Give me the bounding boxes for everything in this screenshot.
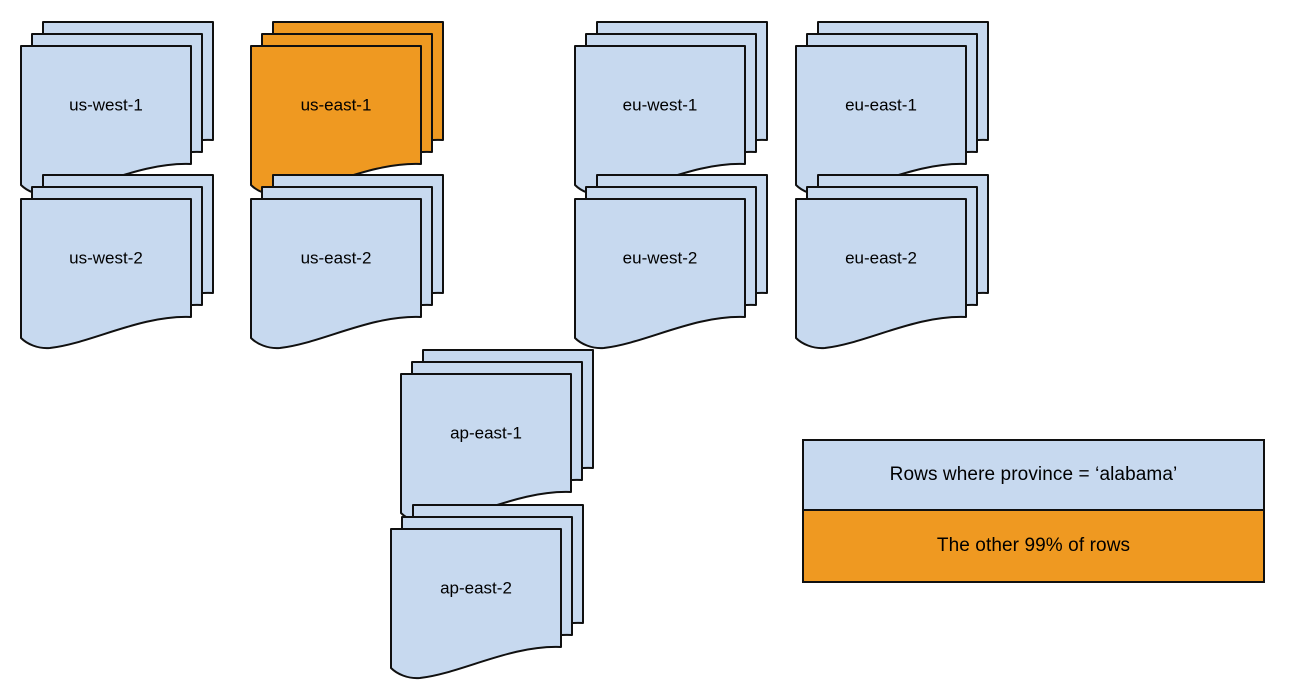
document-stack-label: us-west-1: [69, 95, 143, 114]
document-sheet-front: [20, 45, 192, 197]
document-stack-label: us-east-1: [301, 95, 372, 114]
document-stack-label: ap-east-1: [450, 423, 522, 442]
document-stack-label: us-east-2: [301, 248, 372, 267]
document-stack-us-west-1[interactable]: us-west-1: [20, 21, 216, 201]
document-stack-label: eu-west-1: [623, 95, 698, 114]
document-stack-shape: us-west-2: [20, 174, 214, 350]
document-stack-eu-west-2[interactable]: eu-west-2: [574, 174, 770, 354]
document-stack-label: eu-east-2: [845, 248, 917, 267]
document-sheet-front: [574, 198, 746, 350]
document-sheet-front: [574, 45, 746, 197]
document-stack-label: us-west-2: [69, 248, 143, 267]
document-stack-us-west-2[interactable]: us-west-2: [20, 174, 216, 354]
document-sheet-front: [390, 528, 562, 680]
legend-row-primary: Rows where province = ‘alabama’: [804, 441, 1263, 511]
document-sheet-front: [400, 373, 572, 525]
legend-label-highlight: The other 99% of rows: [936, 535, 1131, 556]
document-stack-eu-east-2[interactable]: eu-east-2: [795, 174, 991, 354]
document-stack-shape: us-west-1: [20, 21, 214, 197]
document-stack-us-east-2[interactable]: us-east-2: [250, 174, 446, 354]
document-stack-ap-east-1[interactable]: ap-east-1: [400, 349, 596, 529]
legend-label-primary: Rows where province = ‘alabama’: [889, 464, 1178, 485]
document-stack-label: ap-east-2: [440, 578, 512, 597]
document-sheet-front: [250, 45, 422, 197]
document-stack-shape: eu-east-1: [795, 21, 989, 197]
document-stack-us-east-1[interactable]: us-east-1: [250, 21, 446, 201]
document-stack-shape: us-east-2: [250, 174, 444, 350]
document-stack-label: eu-east-1: [845, 95, 917, 114]
document-sheet-front: [795, 45, 967, 197]
document-stack-shape: eu-west-1: [574, 21, 768, 197]
document-stack-shape: ap-east-2: [390, 504, 584, 680]
document-sheet-front: [250, 198, 422, 350]
document-stack-shape: ap-east-1: [400, 349, 594, 525]
document-stack-eu-east-1[interactable]: eu-east-1: [795, 21, 991, 201]
document-stack-shape: eu-west-2: [574, 174, 768, 350]
legend-row-highlight: The other 99% of rows: [804, 511, 1263, 581]
document-stack-shape: us-east-1: [250, 21, 444, 197]
document-stack-label: eu-west-2: [623, 248, 698, 267]
document-sheet-front: [20, 198, 192, 350]
document-stack-eu-west-1[interactable]: eu-west-1: [574, 21, 770, 201]
document-stack-shape: eu-east-2: [795, 174, 989, 350]
legend: Rows where province = ‘alabama’ The othe…: [802, 439, 1265, 583]
document-sheet-front: [795, 198, 967, 350]
document-stack-ap-east-2[interactable]: ap-east-2: [390, 504, 586, 684]
